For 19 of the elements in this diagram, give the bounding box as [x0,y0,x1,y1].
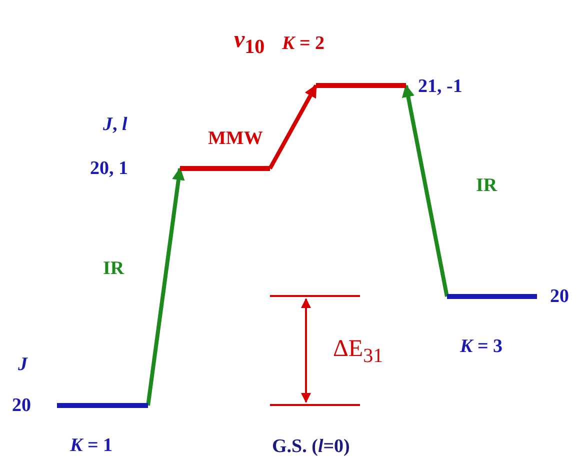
level-label: J, l [103,115,128,134]
level-label: 20 [12,396,31,415]
level-label: K = 1 [70,436,113,455]
diagram-label: G.S. (l=0) [272,437,350,456]
energy-level-bar [57,403,148,408]
energy-level-bar [180,166,270,171]
diagram-label: ΔE$_{31}$ [333,337,384,366]
level-label: K = 3 [460,337,503,356]
diagram-label: K = 2 [282,34,325,53]
arrow [146,167,185,406]
level-label: 20 [550,287,569,306]
level-label: J [18,355,28,374]
arrow [268,84,318,170]
energy-level-bar [447,294,537,299]
level-label: 21, -1 [418,77,462,96]
energy-level-bar [316,83,406,88]
diagram-label: ν$_{10}$ [234,28,265,57]
level-label: 20, 1 [90,159,128,178]
arrow [402,84,449,297]
